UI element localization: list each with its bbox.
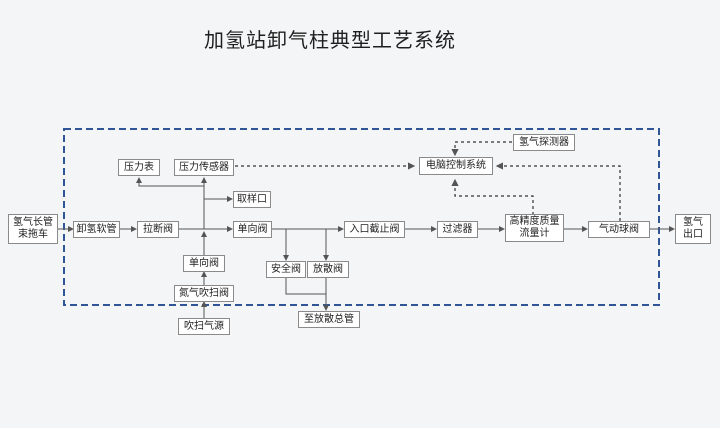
equipment-boundary	[63, 128, 660, 306]
signal-detector-to-control	[451, 141, 512, 157]
check-valve-purge-node: 单向阀	[183, 255, 225, 272]
safety-to-header	[285, 278, 326, 295]
safety-valve-node: 安全阀	[266, 261, 306, 278]
unload-hose-node: 卸氢软管	[73, 221, 120, 238]
nitrogen-purge-valve-node: 氮气吹扫阀	[174, 285, 234, 302]
control-system-node: 电脑控制系统	[419, 157, 493, 175]
hydrogen-outlet-node: 氢气 出口	[675, 214, 711, 244]
breakaway-valve-node: 拉断阀	[137, 221, 179, 238]
tap-to-gauge	[136, 177, 204, 187]
vent-valve-node: 放散阀	[307, 261, 349, 278]
check-valve-main-node: 单向阀	[233, 221, 272, 238]
signal-meter-to-control	[451, 178, 534, 215]
pressure-sensor-node: 压力传感器	[174, 159, 234, 176]
diagram-title: 加氢站卸气柱典型工艺系统	[204, 28, 456, 52]
pneumatic-ball-valve-node: 气动球阀	[588, 221, 650, 238]
sampling-port-node: 取样口	[233, 191, 271, 208]
mass-flow-meter-node: 高精度质量 流量计	[505, 214, 564, 242]
purge-gas-source-node: 吹扫气源	[178, 318, 230, 335]
tube-trailer-node: 氢气长管 束拖车	[8, 214, 58, 244]
filter-node: 过滤器	[437, 221, 478, 238]
inlet-shutoff-valve-node: 入口截止阀	[344, 221, 405, 238]
pressure-gauge-node: 压力表	[118, 159, 160, 176]
hydrogen-detector-node: 氢气探测器	[513, 134, 575, 151]
vent-header-node: 至放散总管	[298, 311, 360, 328]
signal-control-to-ballvalve	[495, 162, 621, 221]
